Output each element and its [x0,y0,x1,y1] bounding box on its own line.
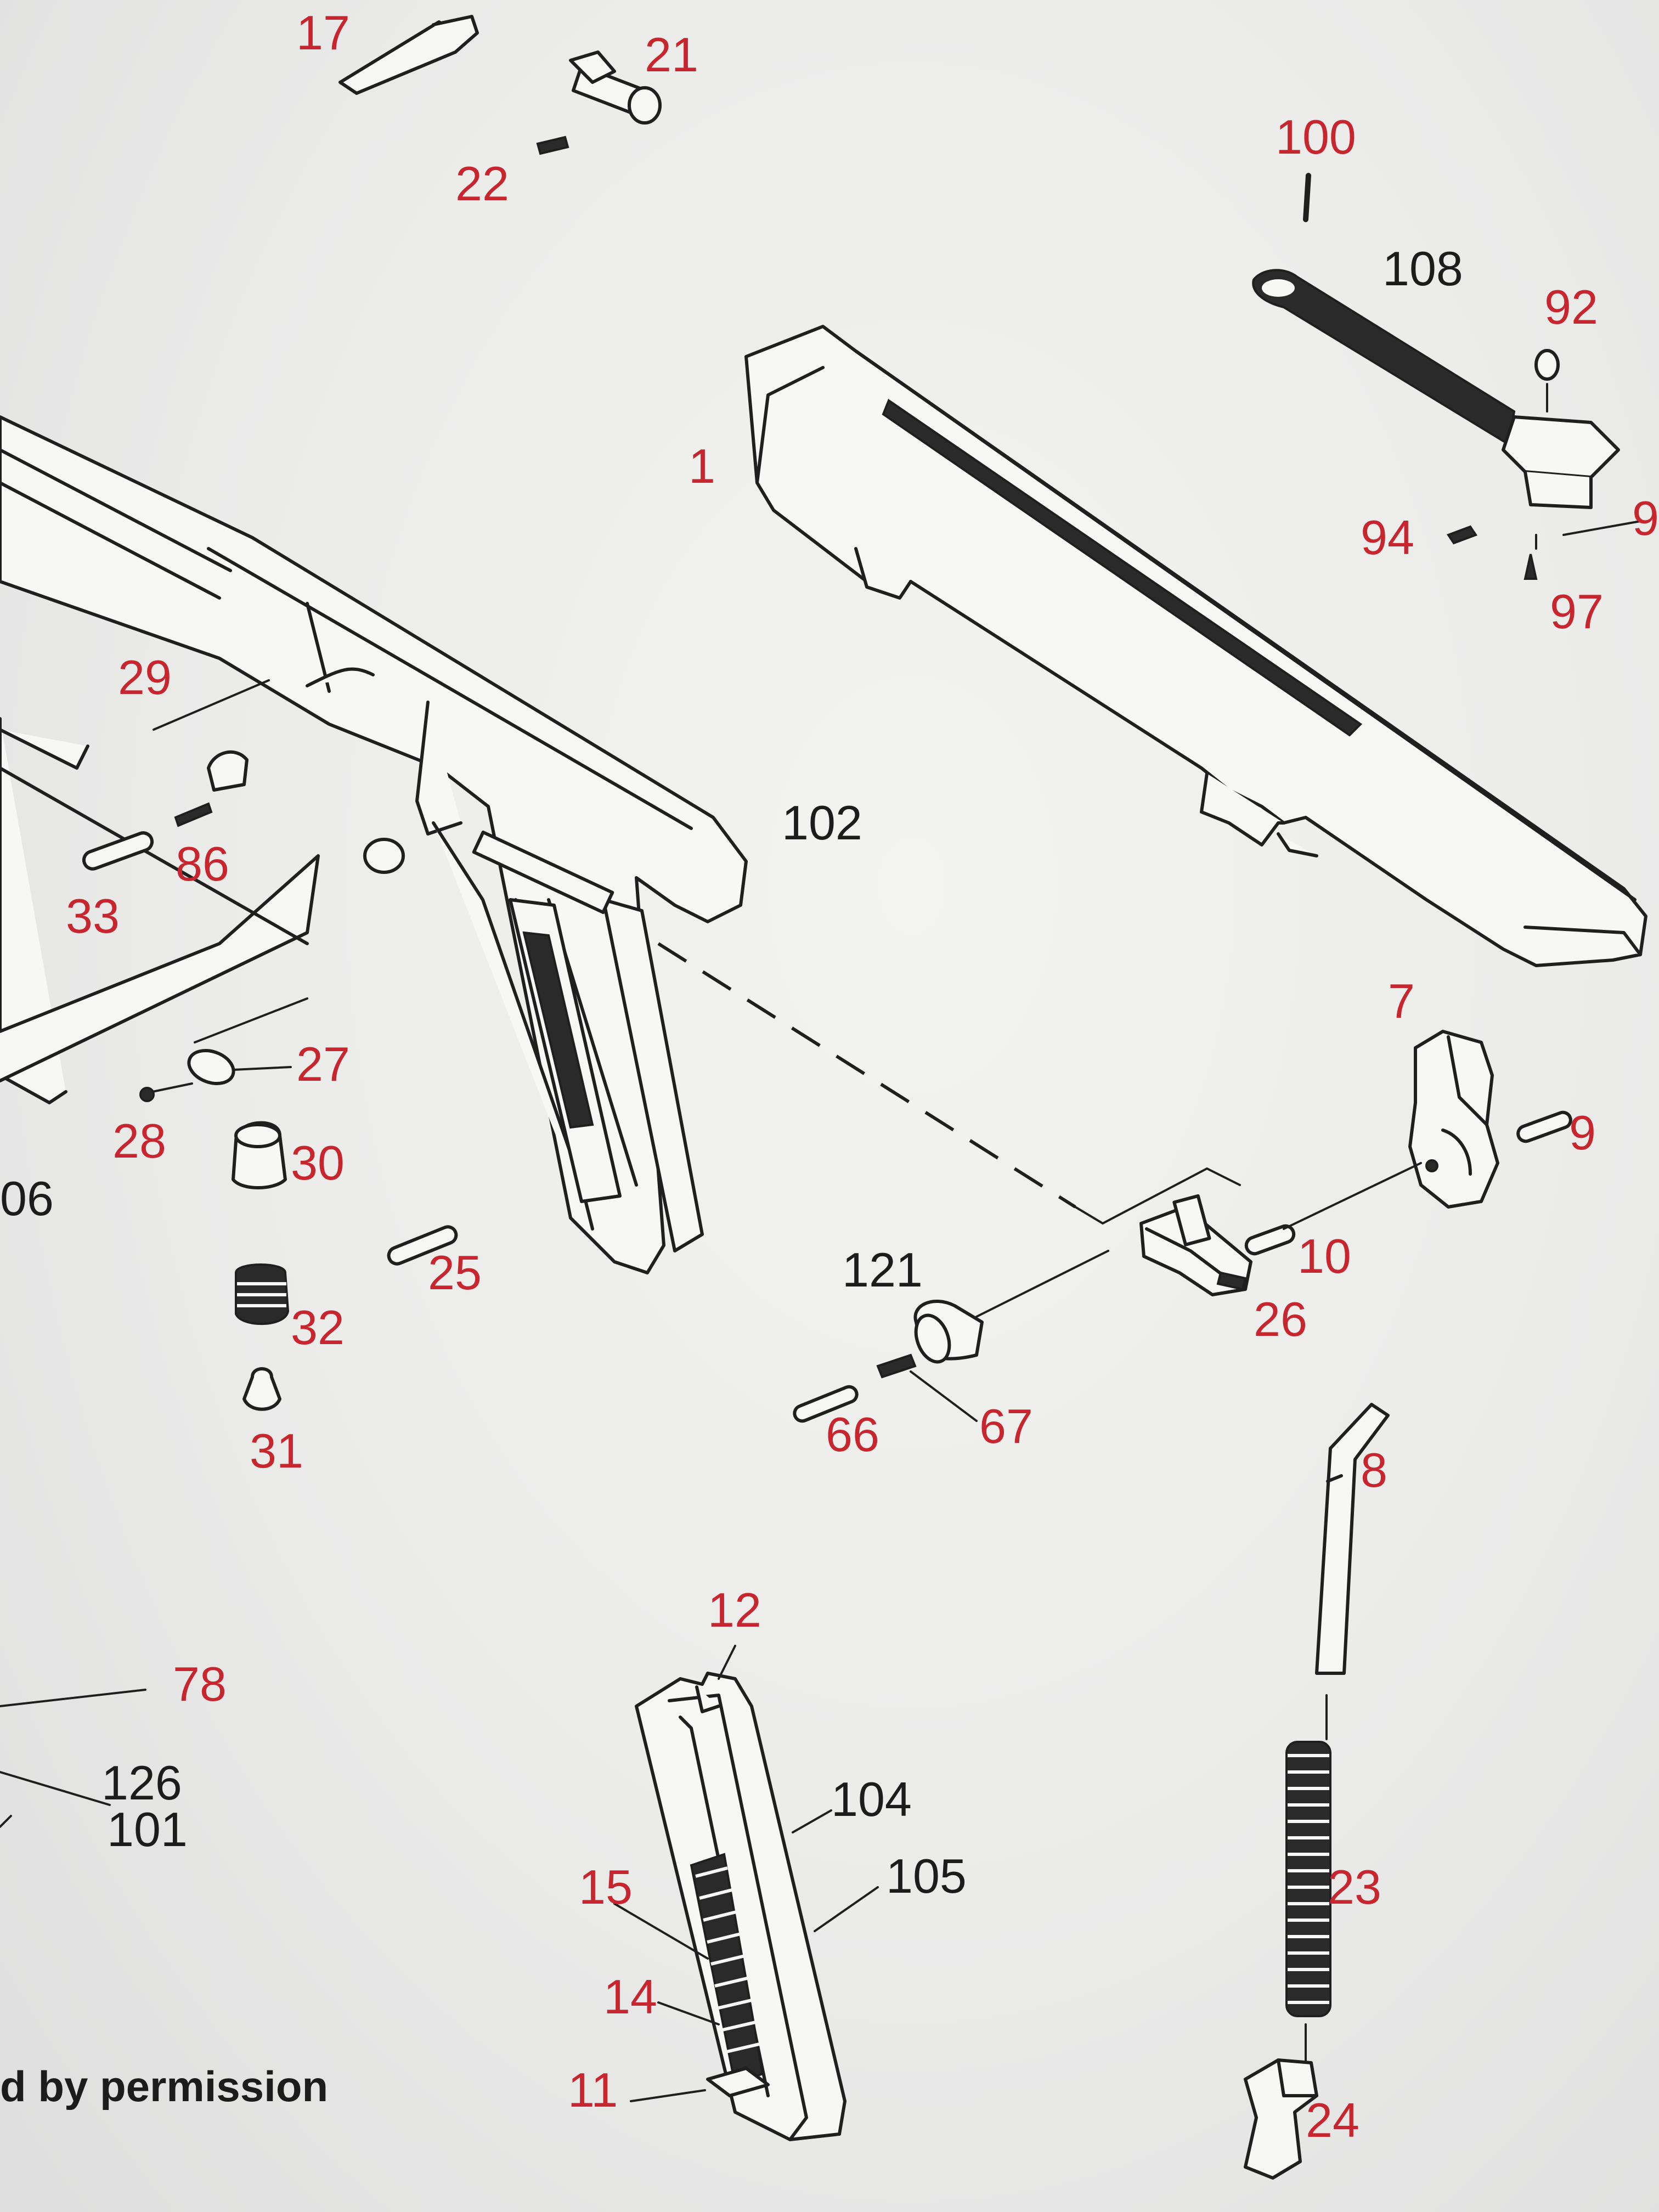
label-23: 23 [1328,1860,1381,1914]
leader-14 [657,2001,720,2025]
part-121-disconnector [913,1300,984,1364]
part-27-lever [187,997,308,1085]
label-104: 104 [831,1772,912,1826]
part-24-guide-block [1244,2058,1318,2180]
label-29: 29 [118,650,172,704]
label-67: 67 [979,1399,1033,1453]
part-31-screw [242,1367,281,1411]
part-66-pin [793,1385,859,1423]
part-97-pin [1523,554,1538,580]
part-92-block [1502,349,1620,509]
label-126: 126 [101,1756,182,1810]
label-66: 66 [826,1407,879,1462]
label-97: 97 [1550,584,1604,639]
part-10-pin [1244,1162,1422,1256]
label-26: 26 [1254,1292,1307,1346]
label-14: 14 [603,1970,657,2024]
leader-78 [0,1689,146,1707]
leader-104 [792,1809,832,1833]
part-67-spring [876,1353,978,1422]
label-32: 32 [291,1300,345,1355]
label-22: 22 [455,156,509,211]
label-94: 94 [1361,510,1414,565]
label-17: 17 [296,5,350,60]
label-101: 101 [107,1802,188,1857]
label-31: 31 [250,1424,303,1478]
label-9-top: 9 [1632,491,1659,545]
label-9: 9 [1569,1105,1596,1160]
part-1-slide [744,325,1647,967]
part-21-pin [569,50,662,125]
part-32-spring [235,1263,290,1325]
part-29-spring [153,679,270,731]
leader-12 [718,1645,736,1680]
label-21: 21 [645,27,698,82]
leader-15 [613,1903,709,1960]
label-92: 92 [1544,280,1598,334]
leader-105 [814,1886,879,1932]
part-8-guide-rod [1315,1403,1390,1675]
label-121: 121 [842,1243,923,1297]
permission-credit: d by permission [0,2062,328,2111]
label-25: 25 [428,1245,482,1300]
label-86: 86 [176,837,229,891]
label-30: 30 [291,1136,345,1190]
part-94-screw [1446,525,1478,545]
label-27: 27 [296,1037,350,1091]
part-33-pin [82,831,154,871]
label-10: 10 [1297,1229,1351,1283]
leader-11 [630,2089,706,2102]
label-8: 8 [1361,1443,1387,1497]
leader-126 [0,1771,111,1806]
label-102: 102 [782,795,862,850]
label-78: 78 [173,1657,227,1711]
part-30-cap [232,1121,287,1189]
label-1: 1 [689,439,715,493]
part-28-screw [139,1082,193,1102]
label-108: 108 [1383,241,1463,296]
part-23-recoil-spring [1285,1741,1331,2017]
leader-101 [0,1815,12,1828]
label-24: 24 [1306,2093,1359,2147]
part-9-pin [1516,1110,1572,1143]
assembly-dashed-line [657,942,1076,1209]
label-06: 06 [0,1171,54,1226]
part-17-lever [338,15,479,95]
part-22-detent [536,136,569,155]
part-100-pin [1303,173,1311,222]
part-7-hammer [1408,1030,1499,1209]
part-26-sear [1139,1194,1252,1296]
part-86-plunger [174,750,249,827]
label-12: 12 [708,1583,761,1637]
part-25-pin [387,1225,458,1266]
label-28: 28 [112,1114,166,1168]
label-100: 100 [1276,110,1356,164]
label-105: 105 [886,1849,967,1903]
part-104-magazine [635,1672,847,2141]
part-108-extractor [1252,269,1516,447]
label-11: 11 [568,2063,618,2117]
label-7: 7 [1388,974,1415,1028]
part-102-frame [0,415,748,1274]
label-15: 15 [579,1860,633,1914]
label-33: 33 [66,889,120,943]
